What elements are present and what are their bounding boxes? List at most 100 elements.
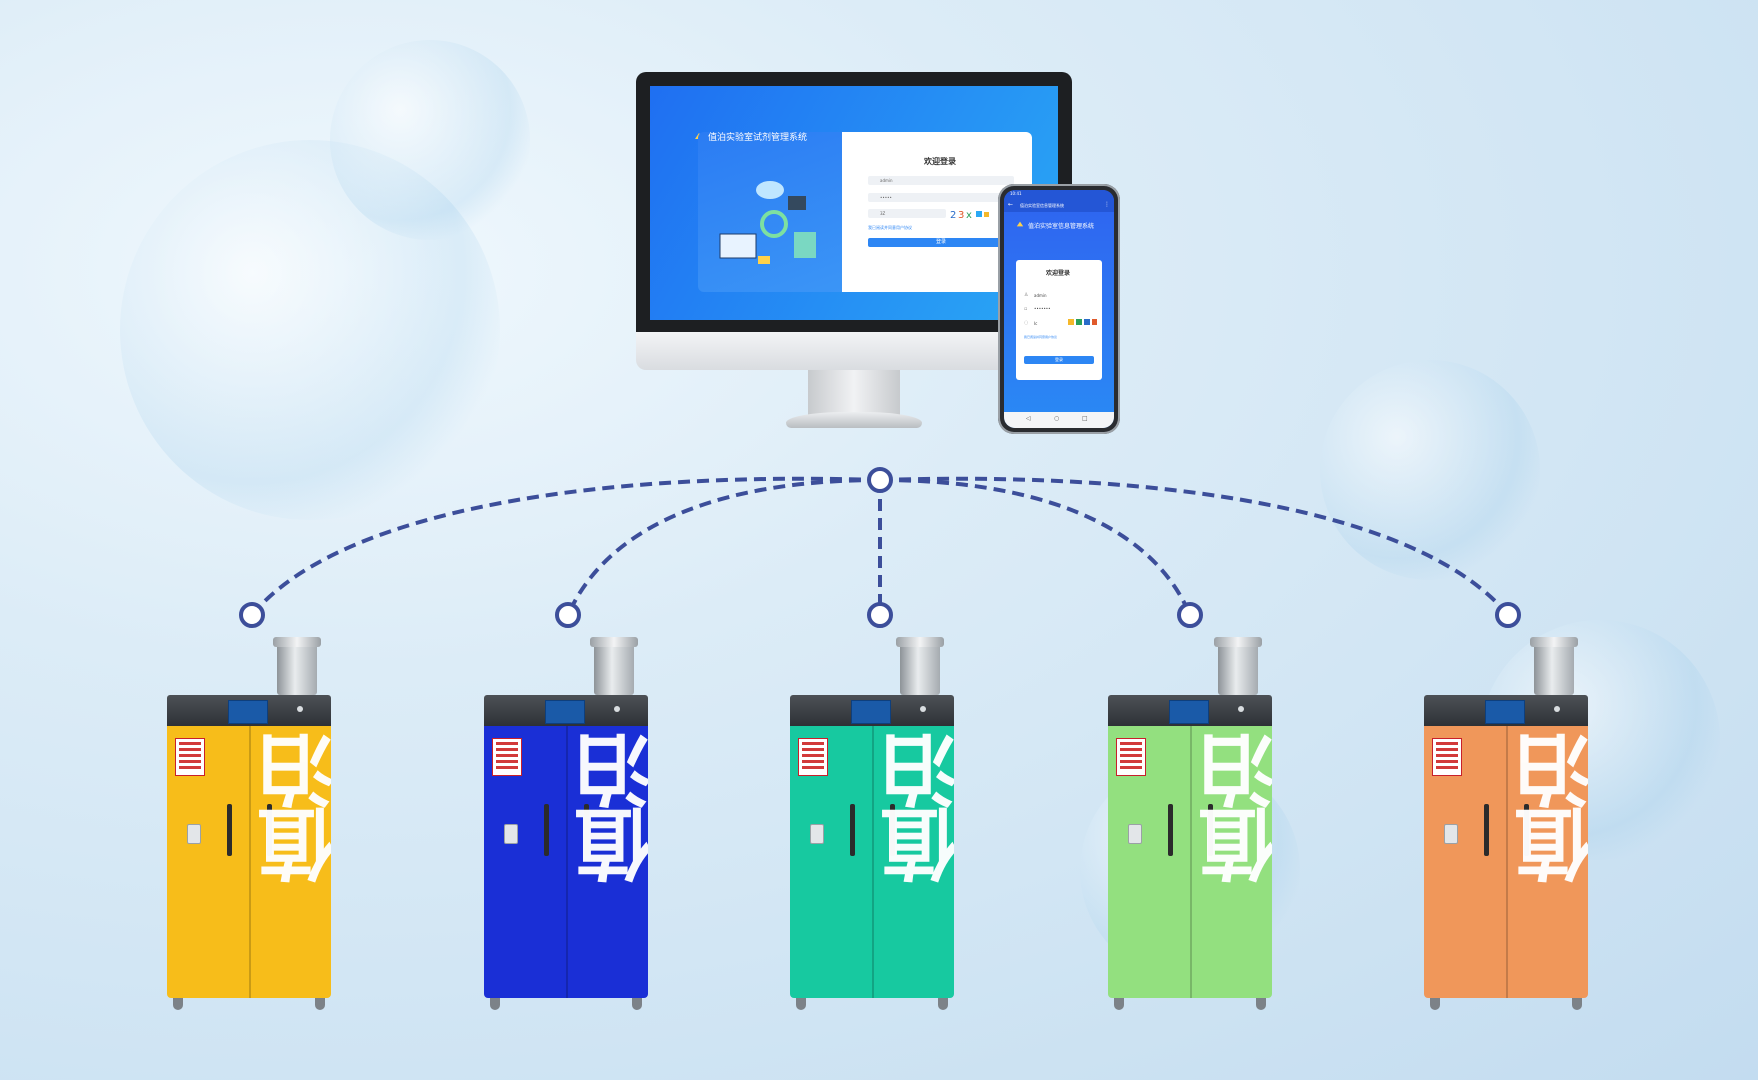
door-handle-right[interactable] [267,804,272,856]
phone-agreement-checkbox-label[interactable]: 我已阅读并同意用户协议 [1024,335,1058,339]
cabinet-foot [1256,998,1266,1010]
link-to-cabinet-1 [250,476,881,617]
phone-captcha-field[interactable]: Ic [1034,321,1038,326]
phone-login-button[interactable]: 登录 [1024,356,1094,364]
chemical-cabinet-5: 值泊 [1420,636,1592,1012]
login-banner-panel [698,132,842,292]
door-handle-left[interactable] [850,804,855,856]
cabinet-doors: 值泊 [1424,726,1588,998]
nav-home-icon[interactable]: ○ [1054,415,1060,422]
nav-back-icon[interactable]: ◁ [1026,415,1031,422]
link-to-cabinet-2 [566,478,881,616]
cabinet-node-1 [239,602,265,628]
phone-status-bar: 10:41 [1004,190,1114,200]
control-screen-icon [1169,700,1209,724]
link-to-cabinet-5 [879,476,1510,617]
cabinet-foot [1430,998,1440,1010]
background-bubble [330,40,530,240]
safety-label-icon [1116,738,1146,776]
phone-app-bar: ← 值泊实验室信息管理系统 ⋮ [1004,200,1114,212]
lock-icon [504,824,518,844]
cabinet-node-2 [555,602,581,628]
back-arrow-icon[interactable]: ← [1008,201,1014,208]
door-split [249,726,251,998]
door-handle-left[interactable] [1484,804,1489,856]
phone-screen: 10:41 ← 值泊实验室信息管理系统 ⋮ 值泊实验室信息管理系统 欢迎登录 ♙… [1004,190,1114,428]
exhaust-duct [896,637,944,695]
phone-login-card: 欢迎登录 ♙ admin ▫ ••••••• ◌ Ic 我已阅读并同意用户协议 … [1016,260,1102,380]
cloud-server-illustration-icon [719,181,816,264]
cabinet-doors: 值泊 [484,726,648,998]
username-field[interactable]: admin [868,176,1014,185]
door-handle-left[interactable] [227,804,232,856]
safety-label-icon [175,738,205,776]
indicator-light-icon [1554,706,1560,712]
shield-icon: ◌ [1024,320,1029,326]
lock-icon [187,824,201,844]
cabinet-node-5 [1495,602,1521,628]
exhaust-duct [590,637,638,695]
phone-login-welcome-heading: 欢迎登录 [1046,270,1071,277]
cabinet-foot [938,998,948,1010]
login-button[interactable]: 登录 [868,238,1014,247]
app-system-title: 值泊实验室试剂管理系统 [708,133,808,143]
login-welcome-heading: 欢迎登录 [924,157,956,166]
captcha-image-icon[interactable]: 2 3 x [950,209,990,219]
monitor-stand-foot [786,412,922,428]
lock-icon [810,824,824,844]
cabinet-brand-text: 值泊 [1199,736,1272,884]
indicator-light-icon [297,706,303,712]
cabinet-foot [1572,998,1582,1010]
door-split [1506,726,1508,998]
user-icon: ♙ [1024,292,1029,298]
svg-text:x: x [966,210,972,219]
door-handle-left[interactable] [544,804,549,856]
exhaust-duct [1214,637,1262,695]
hub-node [867,467,893,493]
cabinet-brand-text: 值泊 [881,736,954,884]
captcha-field[interactable]: 3Z [868,209,946,218]
link-to-cabinet-4 [879,478,1192,616]
cabinet-brand-text: 值泊 [258,736,331,884]
lock-icon [1128,824,1142,844]
cabinet-node-3 [867,602,893,628]
cabinet-doors: 值泊 [1108,726,1272,998]
indicator-light-icon [1238,706,1244,712]
control-screen-icon [1485,700,1525,724]
phone-app-logo-icon [1016,221,1024,227]
control-screen-icon [545,700,585,724]
phone-captcha-image-icon[interactable] [1068,318,1098,326]
phone-password-field[interactable]: ••••••• [1034,306,1051,311]
more-menu-icon[interactable]: ⋮ [1104,201,1110,208]
chemical-cabinet-2: 值泊 [480,636,652,1012]
cabinet-foot [632,998,642,1010]
phone-nav-bar: ◁ ○ □ [1004,412,1114,428]
door-handle-right[interactable] [1208,804,1213,856]
monitor-stand-neck [808,370,900,416]
door-handle-right[interactable] [890,804,895,856]
cabinet-doors: 值泊 [790,726,954,998]
svg-text:2: 2 [950,210,956,219]
phone-app-bar-title: 值泊实验室信息管理系统 [1020,203,1064,208]
chemical-cabinet-4: 值泊 [1104,636,1276,1012]
cabinet-brand-text: 值泊 [575,736,648,884]
door-handle-left[interactable] [1168,804,1173,856]
indicator-light-icon [920,706,926,712]
phone-system-title: 值泊实验室信息管理系统 [1028,223,1095,230]
password-field[interactable]: ••••• [868,193,1014,202]
door-split [566,726,568,998]
cabinet-brand-text: 值泊 [1515,736,1588,884]
nav-recent-icon[interactable]: □ [1082,415,1088,422]
safety-label-icon [798,738,828,776]
chemical-cabinet-3: 值泊 [786,636,958,1012]
svg-text:3: 3 [958,210,964,219]
background-bubble [1320,360,1540,580]
exhaust-duct [273,637,321,695]
door-handle-right[interactable] [1524,804,1529,856]
safety-label-icon [1432,738,1462,776]
agreement-checkbox-label[interactable]: 我已阅读并同意用户协议 [868,225,912,230]
phone-username-field[interactable]: admin [1034,293,1047,298]
door-handle-right[interactable] [584,804,589,856]
phone-status-time: 10:41 [1010,191,1022,196]
